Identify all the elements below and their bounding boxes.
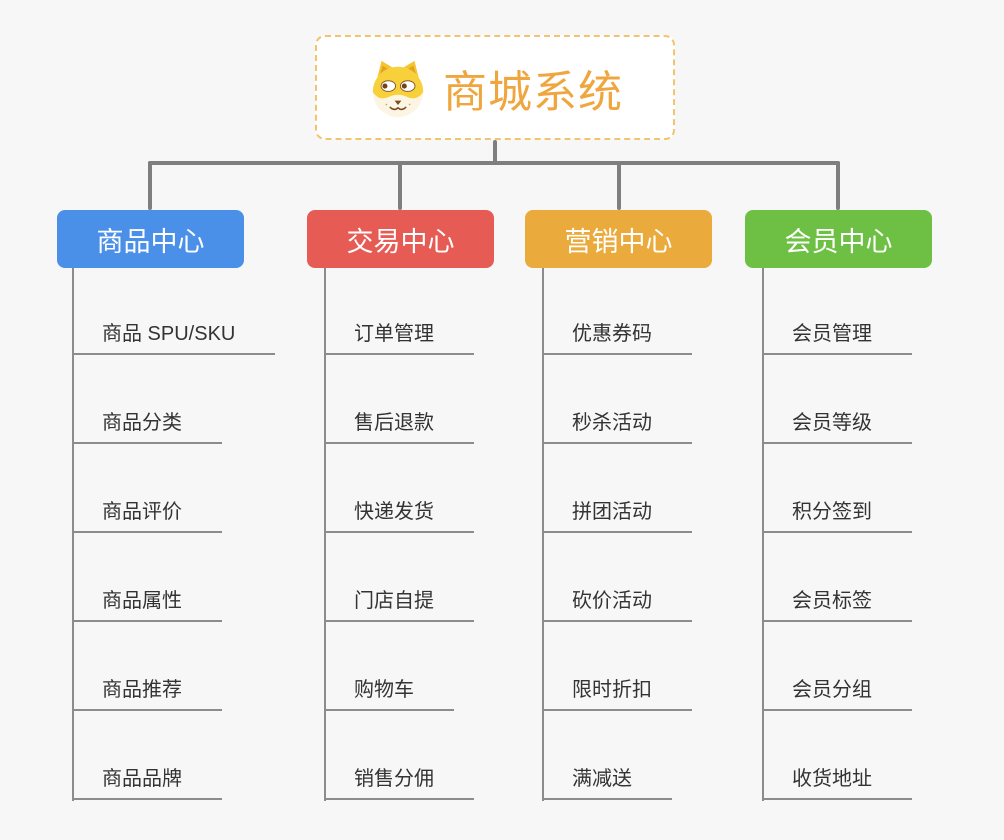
branch-node-member-center[interactable]: 会员中心 <box>745 210 932 268</box>
leaf-node[interactable]: 满减送 <box>542 711 672 800</box>
leaf-node[interactable]: 积分签到 <box>762 444 912 533</box>
leaf-node[interactable]: 会员等级 <box>762 355 912 444</box>
leaf-node[interactable]: 商品推荐 <box>72 622 222 711</box>
leaf-node[interactable]: 订单管理 <box>324 266 474 355</box>
leaf-node[interactable]: 会员标签 <box>762 533 912 622</box>
trunk-line-member <box>762 268 764 801</box>
trunk-line-marketing <box>542 268 544 801</box>
drop-line-product <box>148 161 152 210</box>
leaf-node[interactable]: 购物车 <box>324 622 454 711</box>
leaf-node[interactable]: 砍价活动 <box>542 533 692 622</box>
branch-node-product-center[interactable]: 商品中心 <box>57 210 244 268</box>
leaf-node[interactable]: 销售分佣 <box>324 711 474 800</box>
branch-bus-line <box>148 161 840 165</box>
branch-node-marketing-center[interactable]: 营销中心 <box>525 210 712 268</box>
leaf-node[interactable]: 商品 SPU/SKU <box>72 266 276 355</box>
leaf-node[interactable]: 会员管理 <box>762 266 912 355</box>
column-member-items: 会员管理 会员等级 积分签到 会员标签 会员分组 收货地址 <box>762 266 912 800</box>
leaf-node[interactable]: 优惠券码 <box>542 266 692 355</box>
column-marketing-items: 优惠券码 秒杀活动 拼团活动 砍价活动 限时折扣 满减送 <box>542 266 692 800</box>
leaf-node[interactable]: 商品属性 <box>72 533 222 622</box>
drop-line-member <box>836 161 840 210</box>
leaf-node[interactable]: 秒杀活动 <box>542 355 692 444</box>
leaf-node[interactable]: 商品评价 <box>72 444 222 533</box>
root-title: 商城系统 <box>443 67 623 117</box>
leaf-node[interactable]: 门店自提 <box>324 533 474 622</box>
leaf-node[interactable]: 限时折扣 <box>542 622 692 711</box>
root-node-mall-system[interactable]: 商城系统 <box>315 35 675 140</box>
root-stem-line <box>493 140 497 165</box>
branch-node-trade-center[interactable]: 交易中心 <box>307 210 494 268</box>
leaf-node[interactable]: 商品分类 <box>72 355 222 444</box>
trunk-line-trade <box>324 268 326 801</box>
leaf-node[interactable]: 拼团活动 <box>542 444 692 533</box>
leaf-node[interactable]: 会员分组 <box>762 622 912 711</box>
drop-line-trade <box>398 161 402 210</box>
drop-line-marketing <box>617 161 621 210</box>
column-product-items: 商品 SPU/SKU 商品分类 商品评价 商品属性 商品推荐 商品品牌 <box>72 266 276 800</box>
column-trade-items: 订单管理 售后退款 快递发货 门店自提 购物车 销售分佣 <box>324 266 474 800</box>
leaf-node[interactable]: 售后退款 <box>324 355 474 444</box>
trunk-line-product <box>72 268 74 801</box>
shiba-dog-icon <box>372 60 424 117</box>
leaf-node[interactable]: 收货地址 <box>762 711 912 800</box>
leaf-node[interactable]: 快递发货 <box>324 444 474 533</box>
leaf-node[interactable]: 商品品牌 <box>72 711 222 800</box>
